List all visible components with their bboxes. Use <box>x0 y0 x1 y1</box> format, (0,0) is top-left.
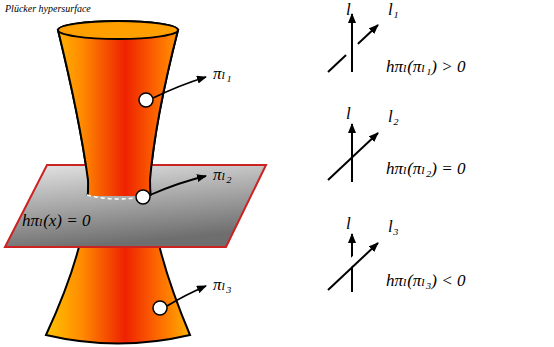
condition-label: hπₗ(πₗ₂) = 0 <box>386 160 466 179</box>
plane-equation: hπₗ(x) = 0 <box>22 212 90 231</box>
line-pairs <box>328 14 378 292</box>
line-label: l <box>346 105 351 124</box>
line-label: l₃ <box>388 218 399 237</box>
condition-label: hπₗ(πₗ₃) < 0 <box>386 272 466 291</box>
condition-label: hπₗ(πₗ₁) > 0 <box>386 58 466 77</box>
line-label: l <box>346 215 351 234</box>
point-label: πₗ₁ <box>213 65 232 84</box>
hyperboloid-upper <box>46 21 190 196</box>
line-label: l₁ <box>388 1 399 20</box>
line-label: l₂ <box>388 108 399 127</box>
line-label: l <box>346 1 351 20</box>
leader-arrows <box>150 77 206 306</box>
point-label: πₗ₂ <box>213 166 232 185</box>
point-label: πₗ₃ <box>213 276 232 295</box>
title-label: Plücker hypersurface <box>5 3 91 14</box>
points <box>136 93 167 315</box>
